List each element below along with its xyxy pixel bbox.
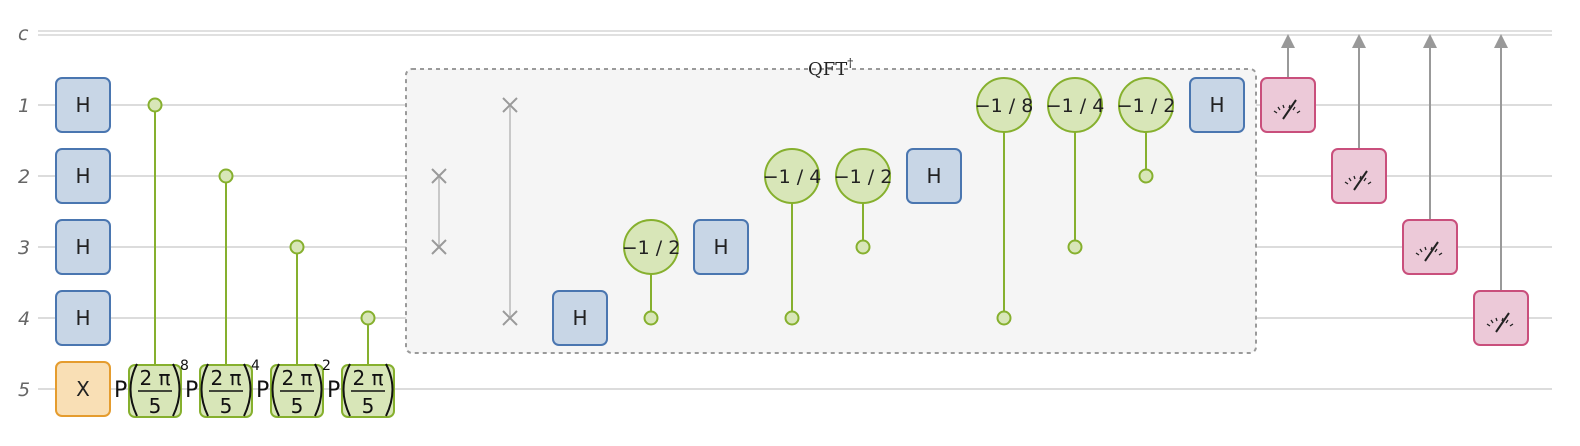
svg-text:−1 / 2: −1 / 2 bbox=[1117, 95, 1176, 117]
swap-x-icon bbox=[502, 97, 518, 113]
qft-label: QFT† bbox=[808, 56, 853, 80]
measurement-3 bbox=[1402, 34, 1458, 275]
svg-text:P: P bbox=[327, 378, 340, 403]
svg-text:H: H bbox=[572, 306, 587, 330]
wire-label-1: 1 bbox=[18, 95, 30, 117]
svg-text:H: H bbox=[713, 235, 728, 259]
cphase-f: −1 / 2 bbox=[1117, 77, 1176, 184]
qft-h-gate-3: H bbox=[693, 219, 749, 275]
svg-text:−1 / 4: −1 / 4 bbox=[1046, 95, 1105, 117]
wire-label-3: 3 bbox=[18, 237, 30, 259]
control-dot-icon bbox=[1138, 168, 1154, 184]
wire-label-5: 5 bbox=[18, 379, 30, 401]
measure-meter-icon bbox=[1486, 312, 1514, 333]
svg-text:5: 5 bbox=[149, 394, 162, 418]
measure-meter-icon bbox=[1415, 241, 1443, 262]
svg-text:P: P bbox=[114, 378, 127, 403]
control-dot-icon bbox=[643, 310, 659, 326]
svg-text:H: H bbox=[75, 93, 90, 117]
svg-text:5: 5 bbox=[362, 394, 375, 418]
x-gate-5: X bbox=[55, 361, 111, 417]
swap-x-icon bbox=[431, 239, 447, 255]
svg-text:5: 5 bbox=[220, 394, 233, 418]
svg-text:P: P bbox=[185, 378, 198, 403]
wire-label-2: 2 bbox=[18, 166, 30, 188]
h-gate-2: H bbox=[55, 148, 111, 204]
svg-text:X: X bbox=[76, 377, 90, 401]
measurement-2 bbox=[1331, 34, 1387, 204]
measurement-1 bbox=[1260, 34, 1316, 133]
wire-label-4: 4 bbox=[18, 308, 30, 330]
svg-text:−1 / 2: −1 / 2 bbox=[834, 166, 893, 188]
h-gate-1: H bbox=[55, 77, 111, 133]
svg-text:P: P bbox=[256, 378, 269, 403]
svg-text:−1 / 8: −1 / 8 bbox=[975, 95, 1034, 117]
svg-text:H: H bbox=[926, 164, 941, 188]
p-gate-4: P 2 π 5 bbox=[327, 363, 395, 418]
qft-dagger-block: QFT† bbox=[405, 56, 1257, 354]
control-dot-icon bbox=[289, 239, 305, 255]
wire-label-c: c bbox=[18, 23, 29, 45]
measure-meter-icon bbox=[1273, 99, 1301, 120]
svg-text:H: H bbox=[75, 164, 90, 188]
h-gate-3: H bbox=[55, 219, 111, 275]
cphase-c: −1 / 2 bbox=[834, 148, 893, 255]
p-gate-1: P 2 π 5 8 bbox=[114, 358, 189, 418]
cphase-e: −1 / 4 bbox=[1046, 77, 1105, 255]
svg-text:2 π: 2 π bbox=[281, 366, 312, 390]
svg-text:H: H bbox=[1209, 93, 1224, 117]
svg-text:2 π: 2 π bbox=[210, 366, 241, 390]
control-dot-icon bbox=[784, 310, 800, 326]
control-dot-icon bbox=[218, 168, 234, 184]
qft-box bbox=[405, 68, 1257, 354]
qft-h-gate-1: H bbox=[1189, 77, 1245, 133]
measurement-4 bbox=[1473, 34, 1529, 346]
control-dot-icon bbox=[360, 310, 376, 326]
control-dot-icon bbox=[1067, 239, 1083, 255]
control-dot-icon bbox=[855, 239, 871, 255]
svg-text:−1 / 2: −1 / 2 bbox=[622, 237, 681, 259]
swap-x-icon bbox=[431, 168, 447, 184]
cphase-a: −1 / 2 bbox=[622, 219, 681, 326]
svg-text:2 π: 2 π bbox=[352, 366, 383, 390]
swap-1-4 bbox=[502, 97, 518, 326]
h-gate-4: H bbox=[55, 290, 111, 346]
measure-meter-icon bbox=[1344, 170, 1372, 191]
svg-text:8: 8 bbox=[180, 358, 189, 374]
svg-text:4: 4 bbox=[251, 358, 260, 374]
svg-text:2 π: 2 π bbox=[139, 366, 170, 390]
cphase-d: −1 / 8 bbox=[975, 77, 1034, 326]
control-dot-icon bbox=[147, 97, 163, 113]
control-dot-icon bbox=[996, 310, 1012, 326]
wire-labels: c 1 2 3 4 5 bbox=[18, 23, 30, 401]
cphase-b: −1 / 4 bbox=[763, 148, 822, 326]
svg-text:−1 / 4: −1 / 4 bbox=[763, 166, 822, 188]
swap-x-icon bbox=[502, 310, 518, 326]
qft-h-gate-2: H bbox=[906, 148, 962, 204]
swap-2-3 bbox=[431, 168, 447, 255]
controlled-p-controls bbox=[147, 97, 376, 372]
svg-text:H: H bbox=[75, 306, 90, 330]
p-gate-2: P 2 π 5 4 bbox=[185, 358, 260, 418]
svg-text:2: 2 bbox=[322, 358, 331, 374]
p-gate-3: P 2 π 5 2 bbox=[256, 358, 331, 418]
svg-text:H: H bbox=[75, 235, 90, 259]
qft-h-gate-4: H bbox=[552, 290, 608, 346]
svg-text:5: 5 bbox=[291, 394, 304, 418]
